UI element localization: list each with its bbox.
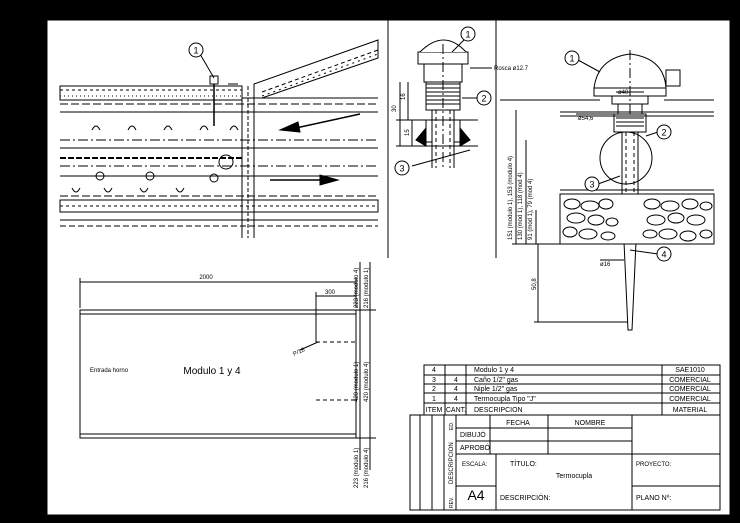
tb-rev: REV. [449,497,455,508]
callout-1-right: 1 [564,50,601,73]
tb-titulo: TÍTULO: [510,459,537,468]
callout-1-left: 1 [188,42,204,58]
entrada-horno-label: Entrada horno [90,368,129,374]
roof-insulation-hatch [261,49,379,97]
callout-2-detail: 2 [462,90,492,106]
bom-row-item: 4 [432,367,436,374]
dim-420-mod4: 420 (modulo 4) [364,362,370,402]
dim-diam-54: ø54,6 [578,116,594,122]
dim-15: 15 [405,129,411,136]
module-plate [79,262,376,470]
callout-3-right: 3 [584,175,621,192]
dim-223-mod4: 223 (modulo 4) [354,268,360,308]
bom-row-item: 1 [432,396,436,403]
callout-1-right-text: 1 [569,54,574,64]
dim-30: 30 [392,105,398,112]
thermocouple-assembly [500,50,715,331]
module-title: Modulo 1 y 4 [183,366,241,377]
thread-label: Rosca ø12.7 [494,66,529,72]
tb-dibujo: DIBUJÓ [460,430,486,439]
bom-row-material: COMERCIAL [669,396,711,403]
dim-diam-40: ø40 [618,90,629,96]
dim-300: 300 [325,290,336,296]
tb-proyecto: PROYECTO: [636,462,672,468]
bom-row-desc: Termocupla Tipo "J" [474,396,536,403]
dim-16: 16 [401,93,407,100]
tb-sheet-size: A4 [467,487,484,503]
tb-titulo-value: Termocupla [556,473,592,480]
dim-420-mod1: 420 (modulo 1) [354,362,360,402]
bom-row-cant: 4 [454,396,458,403]
bom-rows: 4 Modulo 1 y 4 SAE1010 3 4 Caño 1/2" gas… [426,367,711,414]
tb-descripcion: DESCRIPCIÓN: [500,493,551,502]
callout-2-right: 2 [645,124,672,140]
callout-2-right-text: 2 [661,128,666,138]
dim-diam-16: ø16 [600,262,611,268]
title-block [409,414,721,511]
dim-91: 91 (mod 1), 79 (mod 4) [528,179,534,240]
callout-3-detail-text: 3 [399,164,404,174]
tb-escala: ESCALA: [462,462,488,468]
bom-header-cant: CANT. [446,407,466,414]
bom-header-material: MATERIAL [673,407,708,414]
bom-table [423,364,721,416]
bom-header-item: ITEM [426,407,443,414]
tb-nombre: NOMBRE [575,420,606,427]
tb-aprobo: APROBÓ [460,443,491,452]
bom-row-item: 2 [432,386,436,393]
callout-2-detail-text: 2 [481,94,486,104]
bom-row-material: COMERCIAL [669,386,711,393]
bom-row-desc: Modulo 1 y 4 [474,367,514,374]
bom-row-material: SAE1010 [675,367,705,374]
callout-1-detail: 1 [451,26,476,53]
callout-3-detail: 3 [394,160,410,176]
dim-216-mod1: 216 (modulo 1) [364,268,370,308]
oven-section [59,39,379,238]
tb-plano: PLANO Nº: [636,495,671,502]
bom-row-cant: 4 [454,386,458,393]
dim-151: 151 (modulo 1), 153 (modulo 4) [508,156,514,240]
tb-ed: ED. [449,422,455,430]
dim-130: 130 (mod 1), 118 (mod 4) [518,172,524,240]
bom-row-desc: Caño 1/2" gas [474,377,519,384]
gravel-hatch [562,198,713,242]
tb-fecha: FECHA [506,420,530,427]
bom-header-desc: DESCRIPCION [474,407,523,414]
bom-row-item: 3 [432,377,436,384]
callout-1-detail-text: 1 [465,30,470,40]
dim-216-mod4: 216 (modulo 4) [364,448,370,488]
bom-row-cant: 4 [454,377,458,384]
dim-2000: 2000 [199,275,213,281]
callout-4-right: 4 [629,246,672,262]
callout-3-right-text: 3 [589,180,594,190]
dim-223-mod1: 223 (modulo 1) [354,448,360,488]
bom-row-material: COMERCIAL [669,377,711,384]
bom-row-desc: Niple 1/2" gas [474,386,518,393]
callout-1-left-text: 1 [193,46,198,56]
dim-angle: P/18 [292,347,306,358]
tb-descripcion-side: DESCRIPCION [449,442,455,484]
dim-50-8: 50,8 [532,278,538,290]
callout-4-right-text: 4 [661,250,666,260]
